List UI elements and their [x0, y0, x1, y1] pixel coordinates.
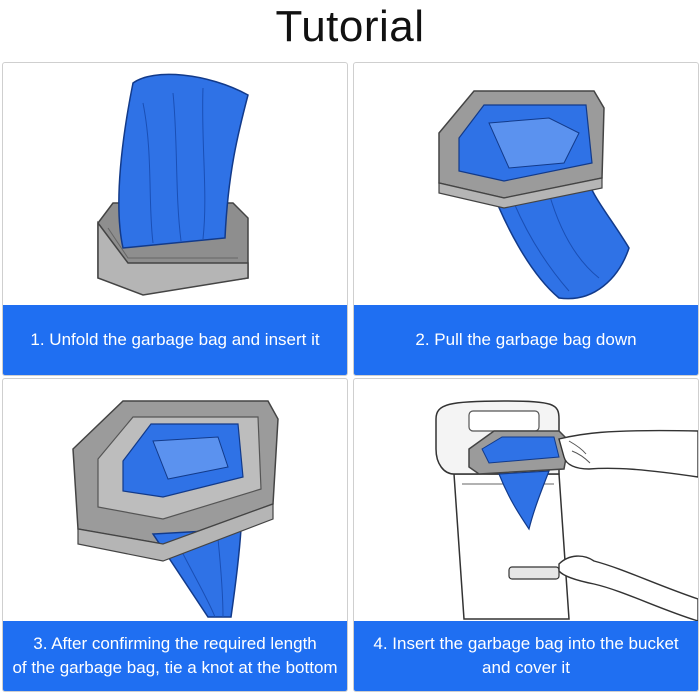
illustration-insert-into-bucket	[435, 400, 698, 621]
page-title: Tutorial	[275, 2, 425, 51]
step-panel-4: 4. Insert the garbage bag into the bucke…	[353, 378, 699, 692]
caption-line: 3. After confirming the required length	[33, 634, 317, 653]
caption-line: and cover it	[482, 658, 570, 677]
step-panel-3: 3. After confirming the required length …	[2, 378, 348, 692]
step-panel-1: 1. Unfold the garbage bag and insert it	[2, 62, 348, 376]
caption-line: 4. Insert the garbage bag into the bucke…	[373, 634, 679, 653]
step-caption-4: 4. Insert the garbage bag into the bucke…	[354, 621, 698, 691]
step-caption-1: 1. Unfold the garbage bag and insert it	[3, 305, 347, 375]
step-caption-2: 2. Pull the garbage bag down	[354, 305, 698, 375]
illustration-pull-bag-down	[438, 90, 630, 300]
step-panel-2: 2. Pull the garbage bag down	[353, 62, 699, 376]
caption-line: 2. Pull the garbage bag down	[415, 330, 637, 349]
illustration-unfold-bag	[97, 73, 249, 296]
step-caption-3: 3. After confirming the required length …	[3, 621, 347, 691]
illustration-tie-knot	[72, 400, 279, 618]
caption-line: 1. Unfold the garbage bag and insert it	[30, 330, 320, 349]
caption-line: of the garbage bag, tie a knot at the bo…	[12, 658, 338, 677]
